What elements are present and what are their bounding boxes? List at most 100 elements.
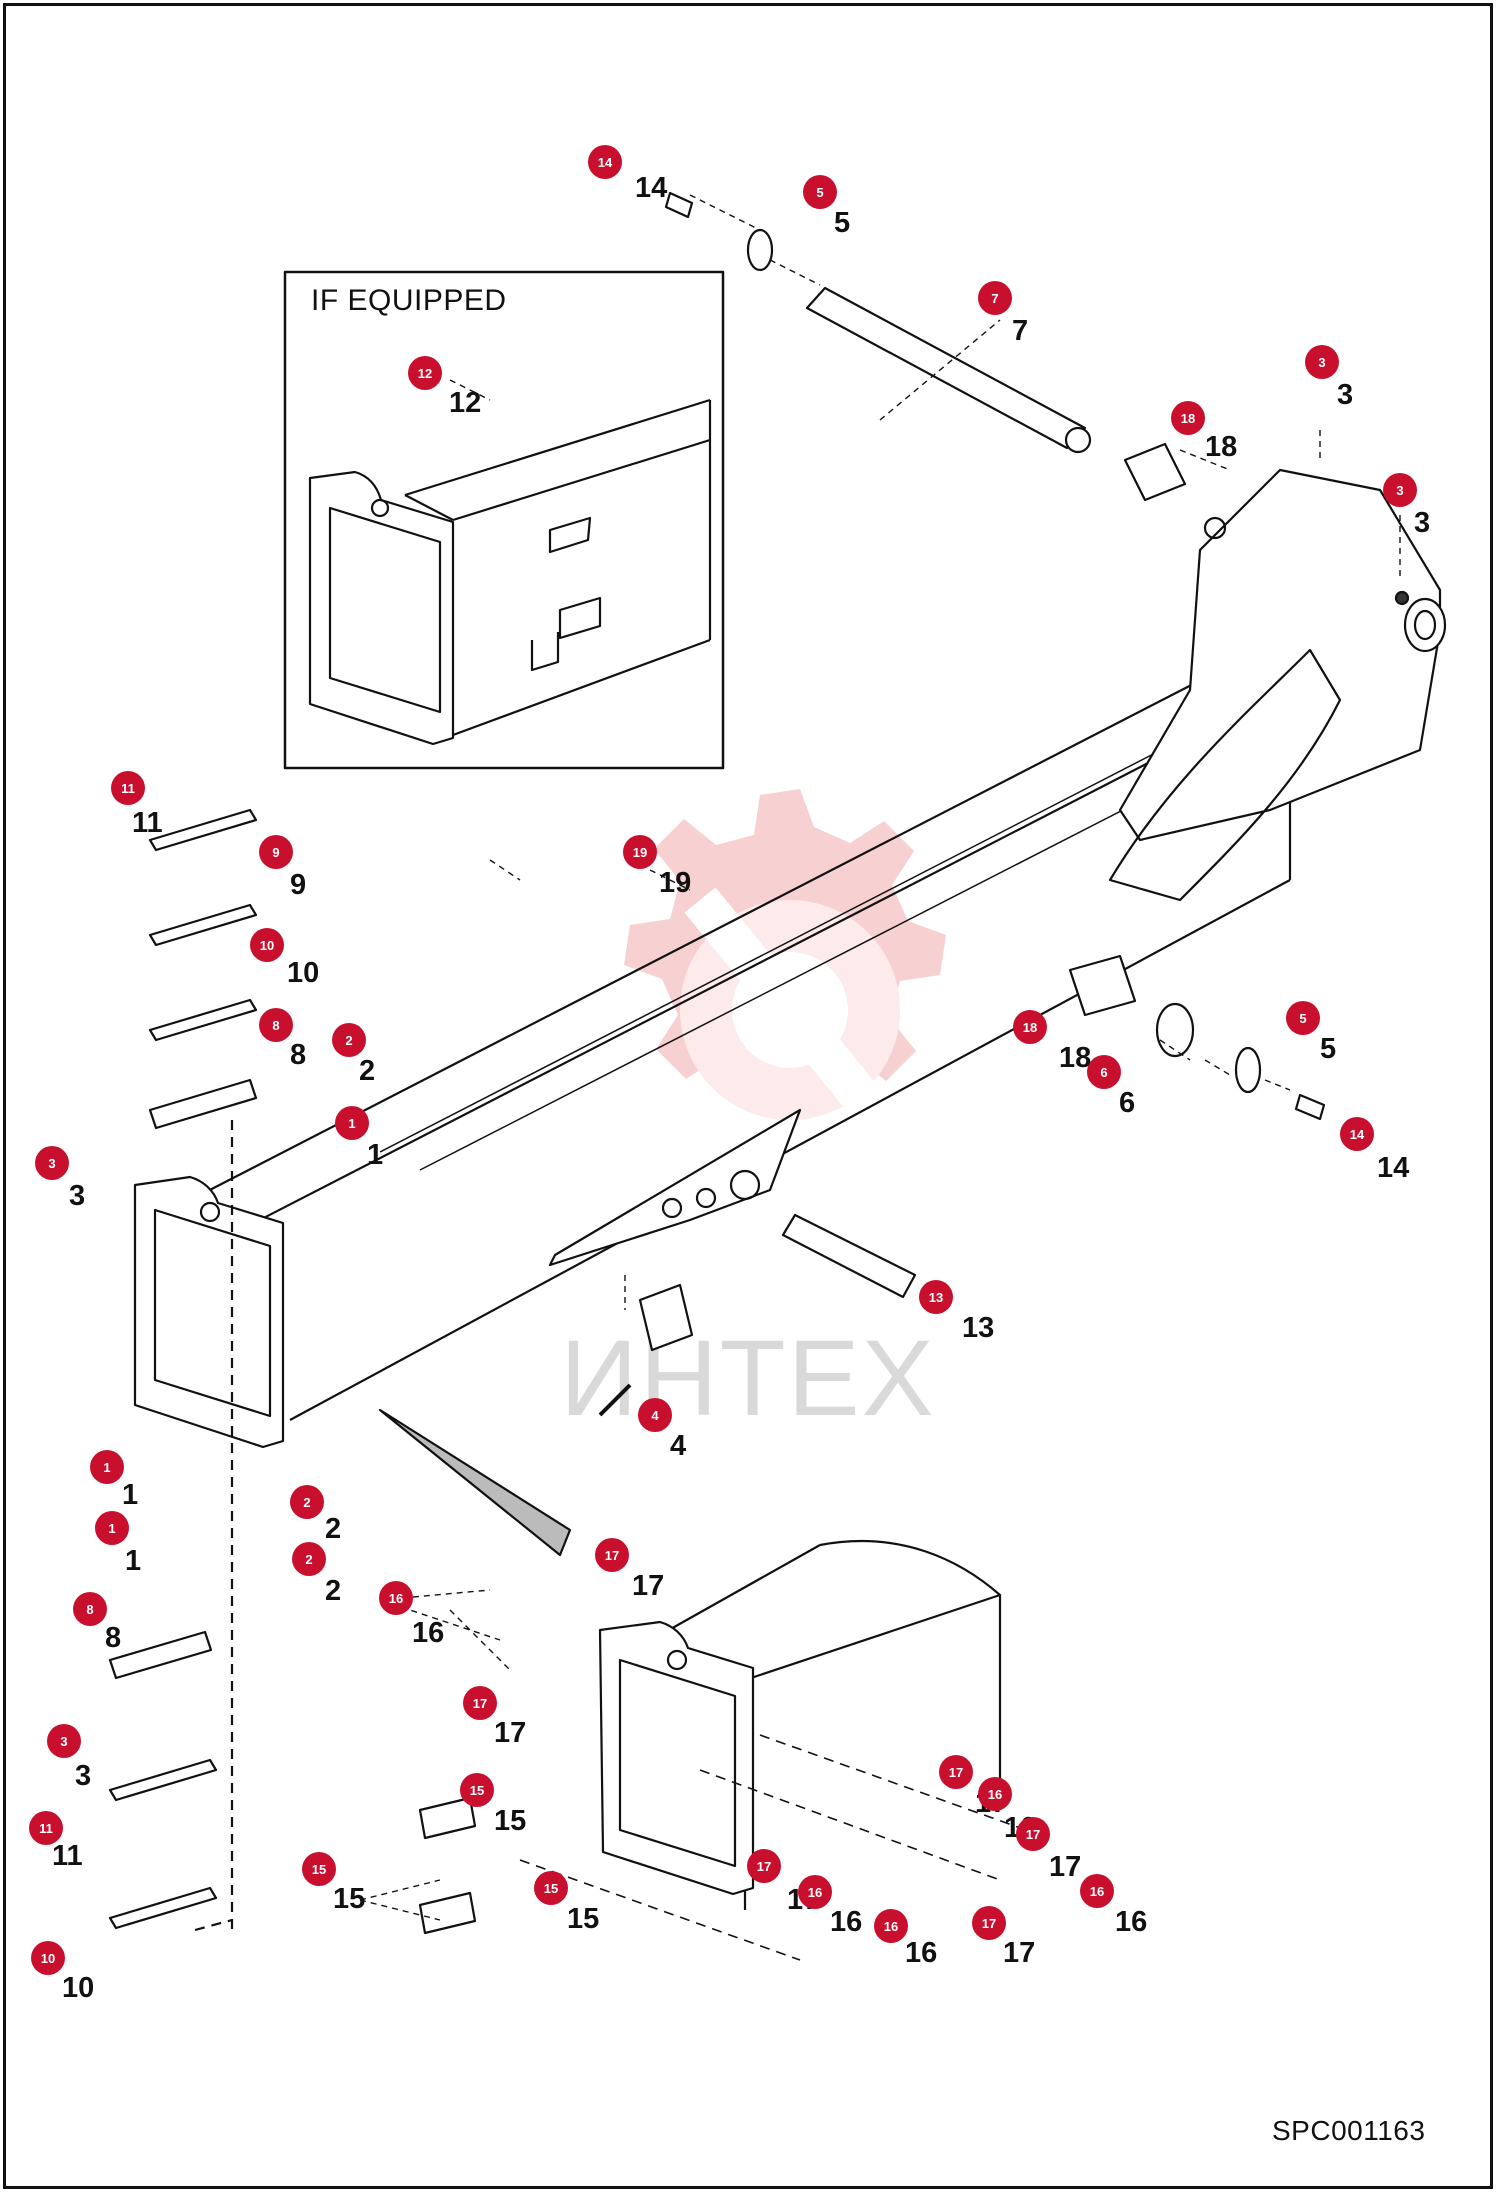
callout-badge[interactable] (534, 1871, 568, 1905)
callout-badge[interactable] (1340, 1117, 1374, 1151)
callout-badge[interactable] (803, 175, 837, 209)
pin-7 (805, 286, 1087, 450)
callout-badge-number: 1 (103, 1460, 110, 1475)
callout-badge[interactable] (31, 1941, 65, 1975)
part-number-label: 16 (905, 1937, 937, 1969)
callout-badge[interactable] (259, 835, 293, 869)
part-number-label: 2 (325, 1575, 341, 1607)
callout-badge[interactable] (747, 1849, 781, 1883)
callout-badge-number: 16 (1090, 1884, 1104, 1899)
callout-badge[interactable] (73, 1592, 107, 1626)
callout-badge[interactable] (798, 1875, 832, 1909)
callout-badge-number: 14 (1350, 1127, 1365, 1142)
callout-badge-number: 10 (41, 1951, 55, 1966)
callout-badge[interactable] (335, 1106, 369, 1140)
washer-5-upper (746, 228, 774, 272)
dashed-guide-detail (519, 1734, 1041, 1961)
callout-badge[interactable] (1383, 473, 1417, 507)
callout-badge-number: 7 (991, 291, 998, 306)
callout-badge[interactable] (595, 1538, 629, 1572)
callout-badge[interactable] (292, 1542, 326, 1576)
callout-badge[interactable] (95, 1511, 129, 1545)
callout-badge[interactable] (588, 145, 622, 179)
part-number-label: 2 (359, 1055, 375, 1087)
callout-badge[interactable] (259, 1008, 293, 1042)
callout-badge-number: 17 (473, 1696, 487, 1711)
callout-badge[interactable] (460, 1773, 494, 1807)
callout-badge[interactable] (29, 1811, 63, 1845)
callout-badge[interactable] (1087, 1055, 1121, 1089)
inset-box (283, 270, 725, 770)
inset-bracket (530, 516, 602, 672)
part-number-label: 10 (62, 1972, 94, 2004)
part-number-label: 3 (69, 1180, 85, 1212)
washer-6 (1155, 1002, 1195, 1058)
callout-badge[interactable] (1016, 1817, 1050, 1851)
callout-badge[interactable] (111, 771, 145, 805)
callout-badge[interactable] (1286, 1001, 1320, 1035)
callout-badge[interactable] (978, 1777, 1012, 1811)
callout-badge-number: 3 (1396, 483, 1403, 498)
callout-badge[interactable] (1305, 345, 1339, 379)
part-number-label: 15 (567, 1903, 599, 1935)
callout-badge[interactable] (623, 835, 657, 869)
part-number-label: 17 (1003, 1937, 1035, 1969)
part-number-label: 18 (1059, 1042, 1091, 1074)
callout-badge[interactable] (379, 1581, 413, 1615)
roll-pin-4 (598, 1383, 632, 1417)
part-number-label: 17 (632, 1570, 664, 1602)
callout-badge-number: 13 (929, 1290, 943, 1305)
callout-badge-number: 2 (303, 1495, 310, 1510)
part-number-label: 7 (1012, 315, 1028, 347)
callout-badge-number: 11 (121, 781, 135, 796)
callout-badge-number: 2 (305, 1552, 312, 1567)
boom-head (1108, 468, 1447, 902)
callout-badge[interactable] (1013, 1010, 1047, 1044)
wear-pad-15-a (418, 1796, 477, 1840)
callout-badge[interactable] (1171, 401, 1205, 435)
callout-badge[interactable] (332, 1023, 366, 1057)
callout-badge-number: 16 (988, 1787, 1002, 1802)
part-number-label: 11 (52, 1840, 83, 1872)
callout-badge-number: 1 (348, 1116, 355, 1131)
washer-5-lower (1234, 1046, 1262, 1094)
callout-badge[interactable] (638, 1398, 672, 1432)
callout-badge[interactable] (47, 1724, 81, 1758)
callout-badge[interactable] (978, 281, 1012, 315)
callout-badge[interactable] (1080, 1874, 1114, 1908)
callout-badge-number: 17 (757, 1859, 771, 1874)
callout-badge[interactable] (972, 1906, 1006, 1940)
callout-badge[interactable] (250, 928, 284, 962)
part-number-label: 15 (494, 1805, 526, 1837)
inset-mount-frame (308, 470, 455, 746)
callout-badge-number: 3 (48, 1156, 55, 1171)
callout-badge[interactable] (302, 1852, 336, 1886)
callout-badge[interactable] (939, 1755, 973, 1789)
callout-badge-number: 8 (86, 1602, 93, 1617)
callout-badge[interactable] (874, 1909, 908, 1943)
pivot-bracket (548, 1108, 802, 1267)
callout-badge-number: 9 (272, 845, 279, 860)
part-number-label: 3 (1414, 507, 1430, 539)
part-number-label: 3 (75, 1760, 91, 1792)
wear-pad-9 (148, 903, 258, 947)
callout-badge[interactable] (35, 1146, 69, 1180)
leader-lines (359, 194, 1401, 1921)
callout-badge[interactable] (90, 1450, 124, 1484)
part-number-label: 3 (1337, 379, 1353, 411)
callout-badge-number: 17 (982, 1916, 996, 1931)
part-number-label: 5 (834, 207, 850, 239)
part-number-label: 1 (122, 1479, 138, 1511)
part-number-label: 11 (132, 807, 163, 839)
callout-badge-number: 3 (1318, 355, 1325, 370)
callout-badge-number: 19 (633, 845, 647, 860)
part-number-label: 17 (1049, 1851, 1081, 1883)
callout-badge[interactable] (290, 1485, 324, 1519)
callout-badge[interactable] (408, 356, 442, 390)
part-number-label: 14 (635, 172, 667, 204)
wear-pad-8-lower (108, 1630, 213, 1680)
callout-badge[interactable] (919, 1280, 953, 1314)
callout-badge[interactable] (463, 1686, 497, 1720)
part-number-label: 16 (412, 1617, 444, 1649)
